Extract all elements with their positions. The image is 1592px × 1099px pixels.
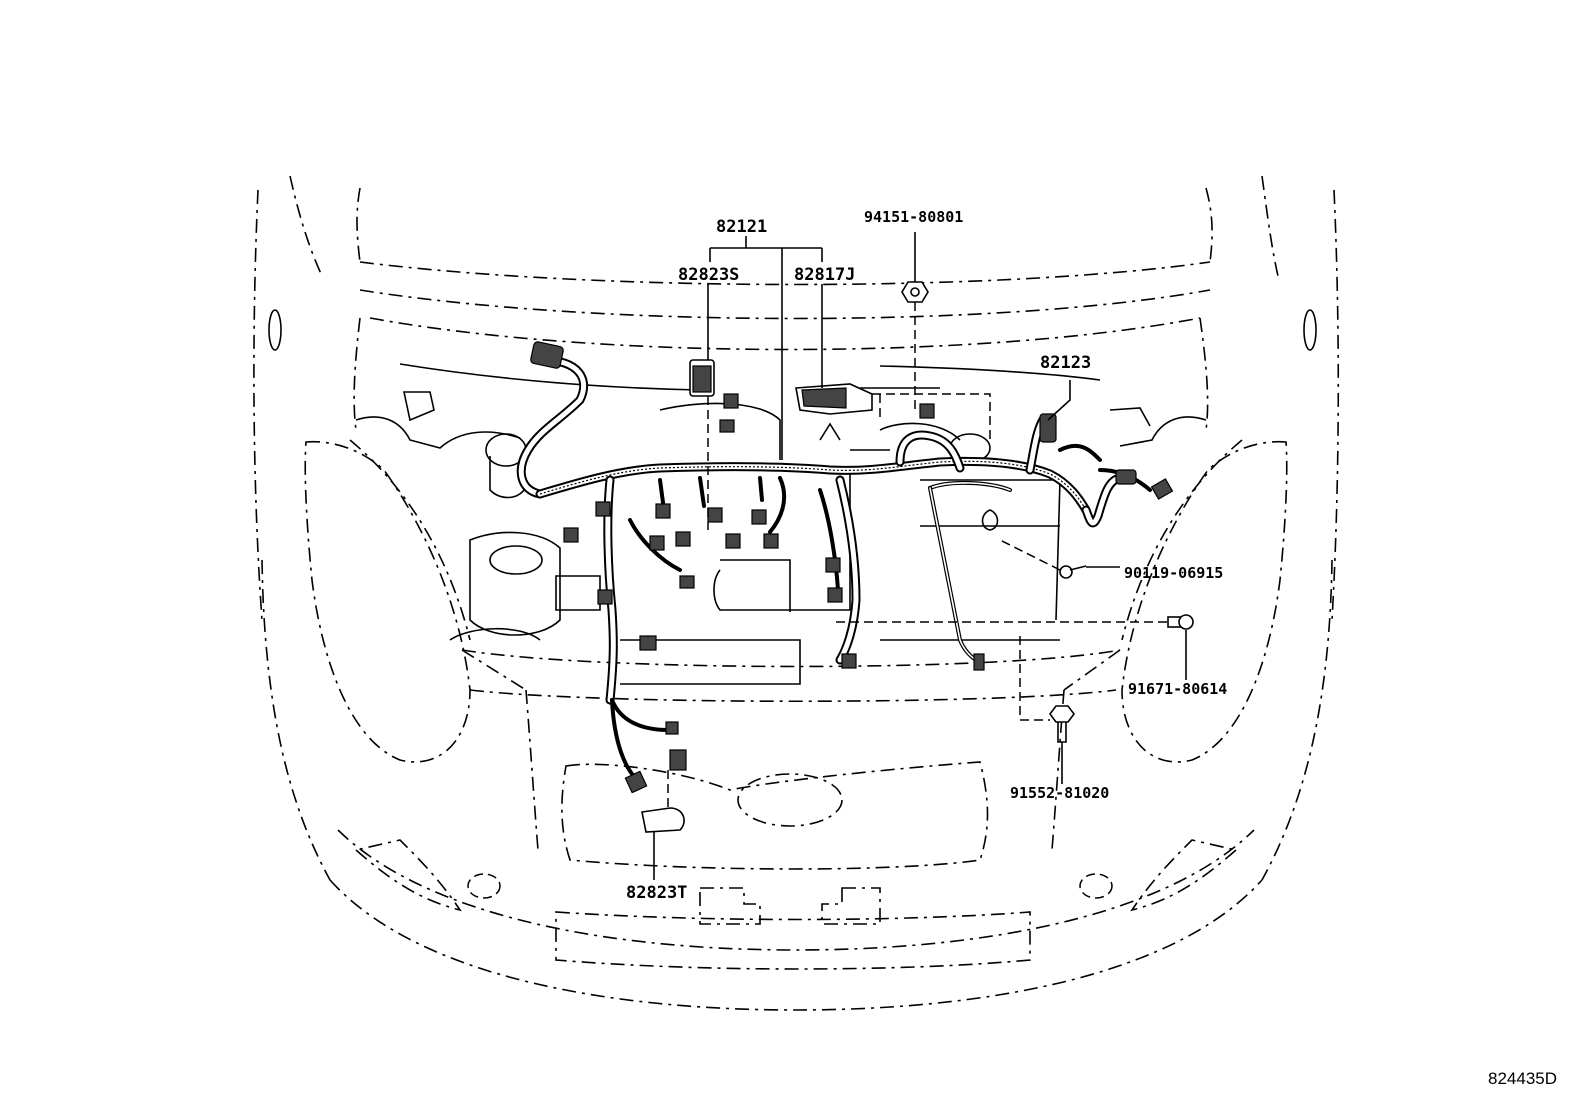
callout-91671-80614: 91671-80614	[1128, 680, 1227, 698]
bolt-90119-part	[1059, 565, 1087, 579]
callout-82823s: 82823S	[678, 265, 739, 285]
callout-parts	[641, 281, 1194, 833]
callout-82817j: 82817J	[794, 265, 855, 285]
bolt-91552-part	[1049, 705, 1075, 743]
callout-91552-81020: 91552-81020	[1010, 784, 1109, 802]
callout-82823t: 82823T	[626, 883, 687, 903]
bracket-82817j-part	[795, 383, 873, 415]
nut-94151-part	[901, 281, 929, 303]
connector-82823s-part	[689, 359, 715, 397]
callout-labels: 82121 82823S 82817J 94151-80801 82123 90…	[626, 208, 1557, 1088]
leader-lines	[653, 232, 1187, 880]
engine-wire-harness	[516, 355, 1152, 784]
engine-bay-components	[355, 363, 1207, 685]
vehicle-body-outline	[253, 175, 1340, 1011]
connector-82823t-part	[641, 807, 685, 833]
callout-90119-06915: 90119-06915	[1124, 564, 1223, 582]
callout-82121: 82121	[716, 217, 767, 237]
callout-94151-80801: 94151-80801	[864, 208, 963, 226]
illustration-code: 824435D	[1488, 1069, 1557, 1088]
harness-connectors	[530, 341, 1174, 794]
callout-82123: 82123	[1040, 353, 1091, 373]
bolt-91671-part	[1167, 614, 1194, 630]
